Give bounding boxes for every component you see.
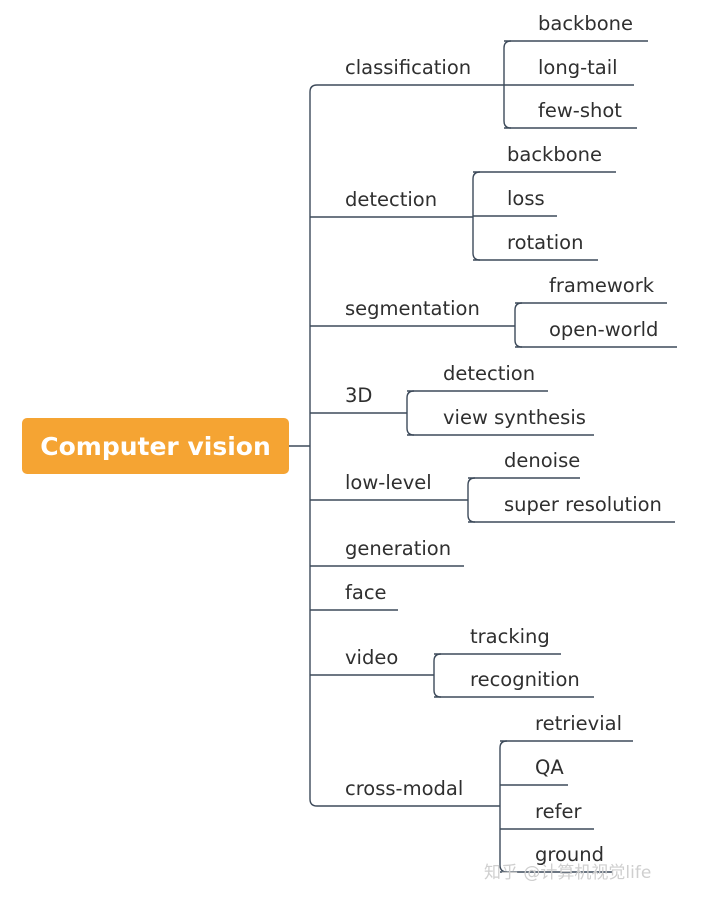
branch-label-detection[interactable]: detection xyxy=(345,187,438,211)
child-label-recognition[interactable]: recognition xyxy=(470,667,580,691)
branch-label-classification[interactable]: classification xyxy=(345,55,472,79)
child-bracket-2 xyxy=(514,302,523,348)
child-bracket-4 xyxy=(467,477,476,523)
root-node[interactable]: Computer vision xyxy=(22,418,289,474)
child-label-denoise[interactable]: denoise xyxy=(504,448,581,472)
child-label-refer[interactable]: refer xyxy=(535,799,582,823)
branch-label-segmentation[interactable]: segmentation xyxy=(345,296,480,320)
child-label-backbone[interactable]: backbone xyxy=(507,142,603,166)
branch-label-cross-modal[interactable]: cross-modal xyxy=(345,776,464,800)
watermark: 知乎 @计算机视觉life xyxy=(484,863,652,883)
child-label-ground[interactable]: ground xyxy=(535,842,604,866)
child-label-tracking[interactable]: tracking xyxy=(470,624,550,648)
child-label-few-shot[interactable]: few-shot xyxy=(538,98,622,122)
child-label-super-resolution[interactable]: super resolution xyxy=(504,492,662,516)
branch-label-3D[interactable]: 3D xyxy=(345,383,373,407)
root-node-label: Computer vision xyxy=(40,431,271,461)
child-bracket-7 xyxy=(433,653,442,698)
child-label-backbone[interactable]: backbone xyxy=(538,11,634,35)
child-label-detection[interactable]: detection xyxy=(443,361,536,385)
child-label-long-tail[interactable]: long-tail xyxy=(538,55,618,79)
child-label-retrievial[interactable]: retrievial xyxy=(535,711,622,735)
branch-connector-8 xyxy=(309,798,500,807)
branch-label-video[interactable]: video xyxy=(345,645,399,669)
child-bracket-3 xyxy=(406,390,415,436)
branch-label-low-level[interactable]: low-level xyxy=(345,470,432,494)
branch-label-face[interactable]: face xyxy=(345,580,387,604)
branch-connector-0 xyxy=(309,84,504,93)
child-bracket-8 xyxy=(499,740,508,873)
child-label-rotation[interactable]: rotation xyxy=(507,230,584,254)
child-label-framework[interactable]: framework xyxy=(549,273,655,297)
child-label-loss[interactable]: loss xyxy=(507,186,545,210)
branch-label-generation[interactable]: generation xyxy=(345,536,452,560)
child-label-open-world[interactable]: open-world xyxy=(549,317,659,341)
child-label-QA[interactable]: QA xyxy=(535,755,564,779)
child-label-view-synthesis[interactable]: view synthesis xyxy=(443,405,586,429)
